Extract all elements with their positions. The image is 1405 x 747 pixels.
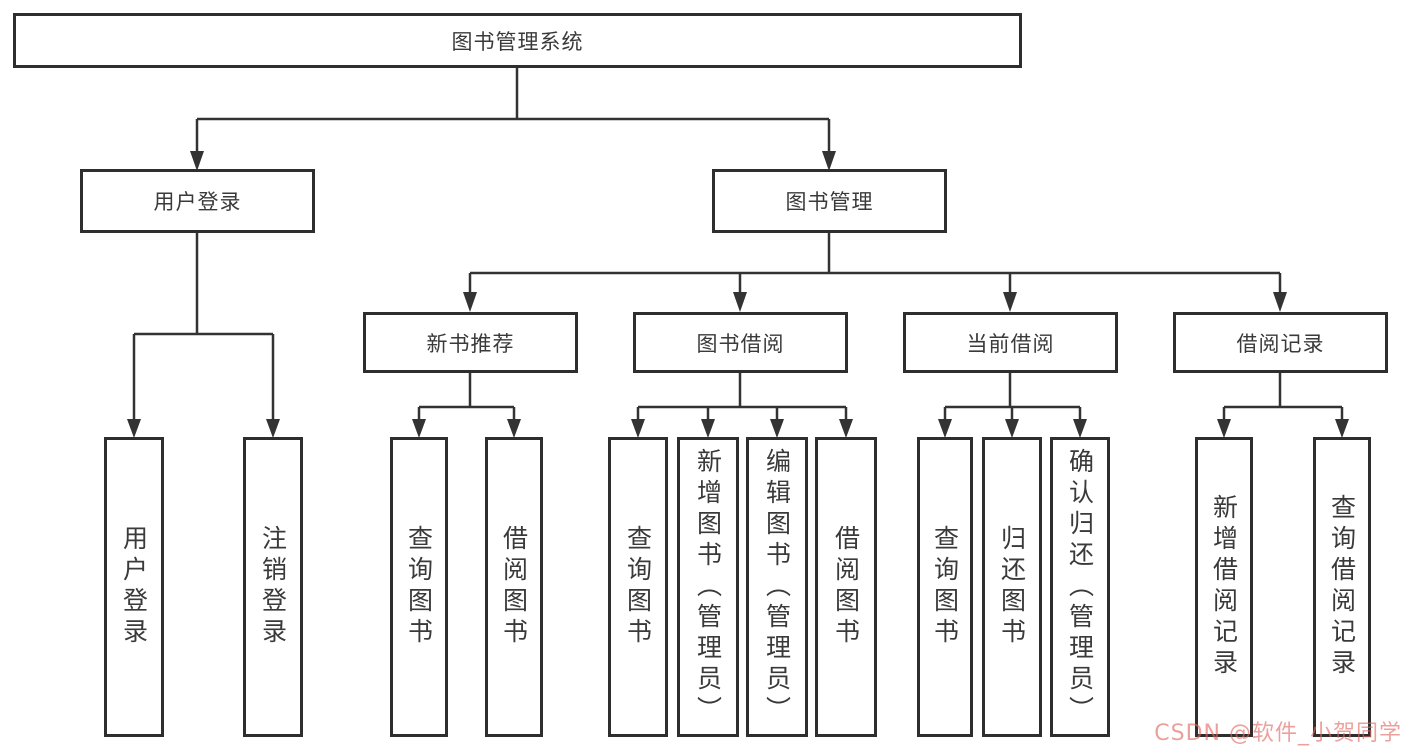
leaf-borrow-query-books: 查询图书	[608, 437, 668, 737]
leaf-borrow-books: 借阅图书	[815, 437, 877, 737]
leaf-label: 查询图书	[623, 525, 653, 649]
arrow-down-icon	[839, 419, 853, 438]
leaf-user-login: 用户登录	[104, 437, 164, 737]
arrow-down-icon	[463, 292, 477, 312]
arrow-down-icon	[701, 419, 715, 438]
arrow-down-icon	[631, 419, 645, 438]
arrow-down-icon	[938, 419, 952, 438]
leaf-label: 查询图书	[930, 525, 960, 649]
arrow-down-icon	[127, 419, 141, 438]
arrow-down-icon	[1273, 292, 1287, 312]
arrow-down-icon	[1003, 292, 1017, 312]
arrow-down-icon	[1335, 419, 1349, 438]
leaf-label: 用户登录	[119, 525, 149, 649]
arrow-down-icon	[190, 151, 204, 171]
leaf-label: 借阅图书	[831, 525, 861, 649]
leaf-label: 查询借阅记录	[1327, 494, 1357, 680]
arrow-down-icon	[266, 419, 280, 438]
node-book-borrow: 图书借阅	[633, 312, 848, 373]
arrowhead-icons	[127, 151, 1349, 438]
node-current-borrow: 当前借阅	[903, 312, 1118, 373]
leaf-label: 查询图书	[404, 525, 434, 649]
leaf-return-books: 归还图书	[982, 437, 1042, 737]
tree-edges	[132, 68, 1344, 421]
leaf-label: 新增借阅记录	[1209, 494, 1239, 680]
leaf-recommend-query-books: 查询图书	[390, 437, 448, 737]
node-library-management-system: 图书管理系统	[13, 13, 1022, 68]
leaf-add-books-admin: 新增图书（管理员）	[677, 437, 739, 737]
csdn-watermark: CSDN @软件_小贺同学	[1154, 721, 1402, 746]
arrow-down-icon	[412, 419, 426, 438]
node-new-book-recommend: 新书推荐	[363, 312, 578, 373]
arrow-down-icon	[1073, 419, 1087, 438]
node-borrow-records: 借阅记录	[1173, 312, 1388, 373]
leaf-current-query-books: 查询图书	[917, 437, 973, 737]
arrow-down-icon	[1217, 419, 1231, 438]
arrow-down-icon	[733, 292, 747, 312]
leaf-confirm-return-admin: 确认归还（管理员）	[1050, 437, 1110, 737]
node-user-login: 用户登录	[80, 169, 315, 233]
leaf-label: 归还图书	[997, 525, 1027, 649]
arrow-down-icon	[770, 419, 784, 438]
node-book-management: 图书管理	[712, 169, 947, 233]
leaf-logout: 注销登录	[243, 437, 303, 737]
leaf-label: 编辑图书（管理员）	[762, 447, 792, 727]
leaf-label: 新增图书（管理员）	[693, 447, 723, 727]
arrow-down-icon	[822, 151, 836, 171]
leaf-label: 确认归还（管理员）	[1065, 447, 1095, 727]
arrow-down-icon	[1005, 419, 1019, 438]
leaf-recommend-borrow-books: 借阅图书	[485, 437, 543, 737]
leaf-add-borrow-record: 新增借阅记录	[1195, 437, 1253, 737]
arrow-down-icon	[507, 419, 521, 438]
leaf-label: 注销登录	[258, 525, 288, 649]
leaf-label: 借阅图书	[499, 525, 529, 649]
leaf-edit-books-admin: 编辑图书（管理员）	[746, 437, 808, 737]
leaf-query-borrow-record: 查询借阅记录	[1313, 437, 1371, 737]
